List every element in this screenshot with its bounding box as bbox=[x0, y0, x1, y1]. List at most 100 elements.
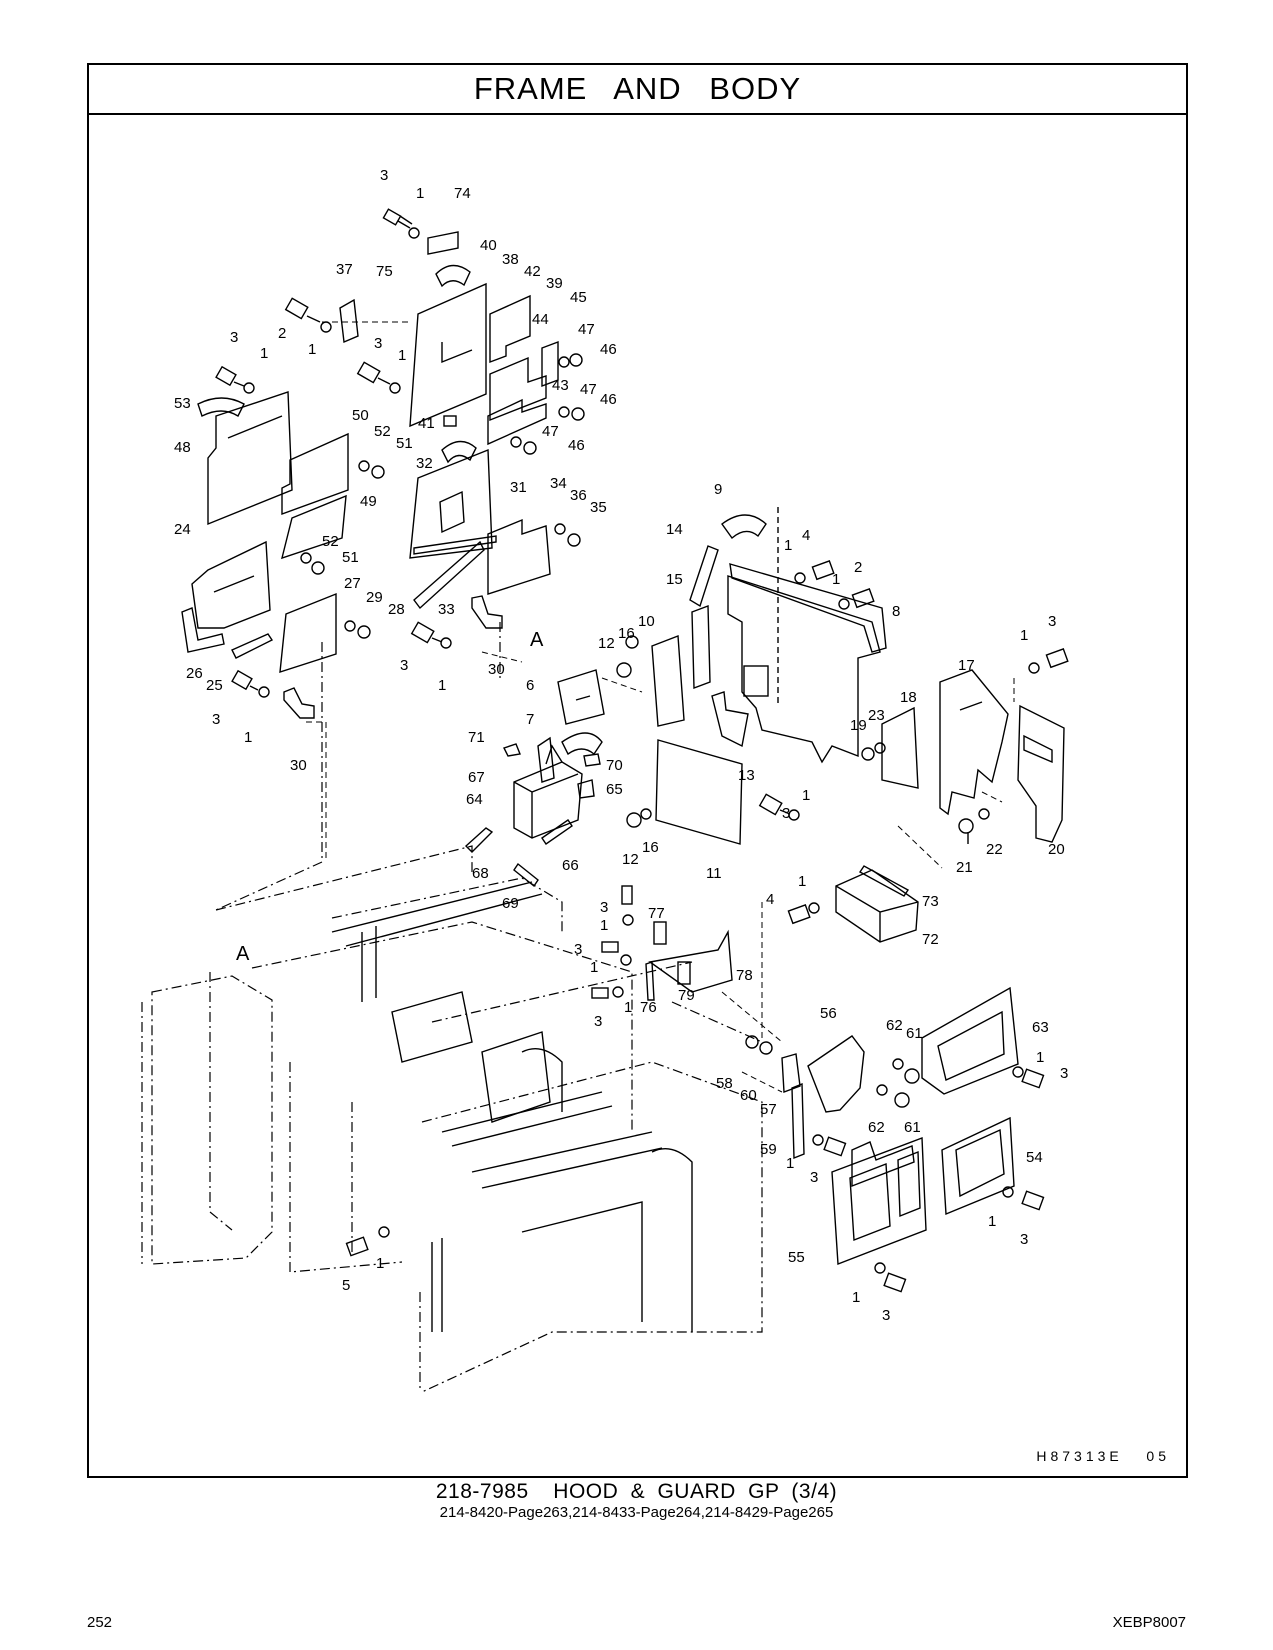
insulation-part bbox=[655, 739, 743, 845]
callout: 25 bbox=[206, 677, 223, 694]
panel-part bbox=[921, 986, 1019, 1095]
callout: 43 bbox=[552, 377, 569, 394]
callout: 30 bbox=[488, 661, 505, 678]
callout: 16 bbox=[618, 625, 635, 642]
insulation-part bbox=[279, 592, 337, 673]
callout: 3 bbox=[1060, 1065, 1068, 1082]
callout: 69 bbox=[502, 895, 519, 912]
callout: 68 bbox=[472, 865, 489, 882]
callout: 3 bbox=[1020, 1231, 1028, 1248]
callout: 47 bbox=[542, 423, 559, 440]
panel-part bbox=[831, 1137, 927, 1265]
callout: 48 bbox=[174, 439, 191, 456]
callout: 2 bbox=[854, 559, 862, 576]
callout: 17 bbox=[958, 657, 975, 674]
callout: 76 bbox=[640, 999, 657, 1016]
callout: 3 bbox=[374, 335, 382, 352]
bolt-part bbox=[382, 208, 413, 229]
callout: 14 bbox=[666, 521, 683, 538]
strip-part bbox=[181, 607, 225, 653]
callout: 35 bbox=[590, 499, 607, 516]
callout: 18 bbox=[900, 689, 917, 706]
callout: 46 bbox=[600, 391, 617, 408]
callout: 10 bbox=[638, 613, 655, 630]
panel-part bbox=[207, 391, 293, 526]
callout: 3 bbox=[882, 1307, 890, 1324]
page-title: FRAME AND BODY bbox=[473, 71, 802, 106]
callout: 26 bbox=[186, 665, 203, 682]
callout: 21 bbox=[956, 859, 973, 876]
callout: 1 bbox=[1036, 1049, 1044, 1066]
callout: 9 bbox=[714, 481, 722, 498]
callout: 31 bbox=[510, 479, 527, 496]
callout: 8 bbox=[892, 603, 900, 620]
insulation-part bbox=[487, 518, 551, 595]
callout: 77 bbox=[648, 905, 665, 922]
caption-page-references: 214-8420-Page263,214-8433-Page264,214-84… bbox=[439, 1504, 834, 1521]
callout: 11 bbox=[706, 865, 722, 882]
illustration-code: H87313E 05 bbox=[1036, 1448, 1170, 1464]
callout: 29 bbox=[366, 589, 383, 606]
callout: 33 bbox=[438, 601, 455, 618]
panel-part bbox=[941, 1116, 1015, 1216]
callout: 37 bbox=[336, 261, 353, 278]
callout: 55 bbox=[788, 1249, 805, 1266]
callout: 53 bbox=[174, 395, 191, 412]
callout: 46 bbox=[600, 341, 617, 358]
callout: 34 bbox=[550, 475, 567, 492]
callout: 5 bbox=[342, 1277, 350, 1294]
callout: 56 bbox=[820, 1005, 837, 1022]
callout: 6 bbox=[526, 677, 534, 694]
callout: 3 bbox=[574, 941, 582, 958]
strip-part bbox=[435, 264, 471, 288]
callout: 45 bbox=[570, 289, 587, 306]
callout: 1 bbox=[784, 537, 792, 554]
panel-part bbox=[727, 575, 881, 764]
callout: 58 bbox=[716, 1075, 733, 1092]
assembly-guide-lines bbox=[306, 321, 1015, 1093]
callout-labels: 3 1 74 40 75 38 37 42 39 2 1 45 3 1 44 4… bbox=[174, 167, 1068, 1324]
callout: 42 bbox=[524, 263, 541, 280]
callout: 60 bbox=[740, 1087, 757, 1104]
callout: 4 bbox=[802, 527, 810, 544]
callout: 61 bbox=[906, 1025, 923, 1042]
strip-part bbox=[339, 298, 359, 344]
callout: 1 bbox=[624, 999, 632, 1016]
callout: 62 bbox=[886, 1017, 903, 1034]
panel-part bbox=[191, 540, 271, 629]
hinge-part bbox=[807, 1035, 865, 1113]
callout: 1 bbox=[308, 341, 316, 358]
section-mark: A bbox=[236, 943, 250, 965]
callout: 73 bbox=[922, 893, 939, 910]
callout: 40 bbox=[480, 237, 497, 254]
callout: 51 bbox=[396, 435, 413, 452]
callout: 57 bbox=[760, 1101, 777, 1118]
callout: 15 bbox=[666, 571, 683, 588]
callout: 72 bbox=[922, 931, 939, 948]
callout: 63 bbox=[1032, 1019, 1049, 1036]
callout: 3 bbox=[400, 657, 408, 674]
callout: 3 bbox=[380, 167, 388, 184]
callout: 20 bbox=[1048, 841, 1065, 858]
callout: 49 bbox=[360, 493, 377, 510]
callout: 3 bbox=[212, 711, 220, 728]
callout: 74 bbox=[454, 185, 471, 202]
diagram-frame: FRAME AND BODY bbox=[87, 63, 1188, 1478]
callout: 65 bbox=[606, 781, 623, 798]
callout: 66 bbox=[562, 857, 579, 874]
callout: 79 bbox=[678, 987, 695, 1004]
callout: 1 bbox=[416, 185, 424, 202]
callout: 39 bbox=[546, 275, 563, 292]
callout: 32 bbox=[416, 455, 433, 472]
callout: 1 bbox=[786, 1155, 794, 1172]
callout: 1 bbox=[244, 729, 252, 746]
callout: 50 bbox=[352, 407, 369, 424]
callout: 3 bbox=[1048, 613, 1056, 630]
callout: 3 bbox=[782, 805, 790, 822]
callout: 51 bbox=[342, 549, 359, 566]
panel-part bbox=[409, 282, 487, 428]
document-code: XEBP8007 bbox=[1112, 1614, 1186, 1631]
callout: 75 bbox=[376, 263, 393, 280]
callout: 36 bbox=[570, 487, 587, 504]
callout: 23 bbox=[868, 707, 885, 724]
